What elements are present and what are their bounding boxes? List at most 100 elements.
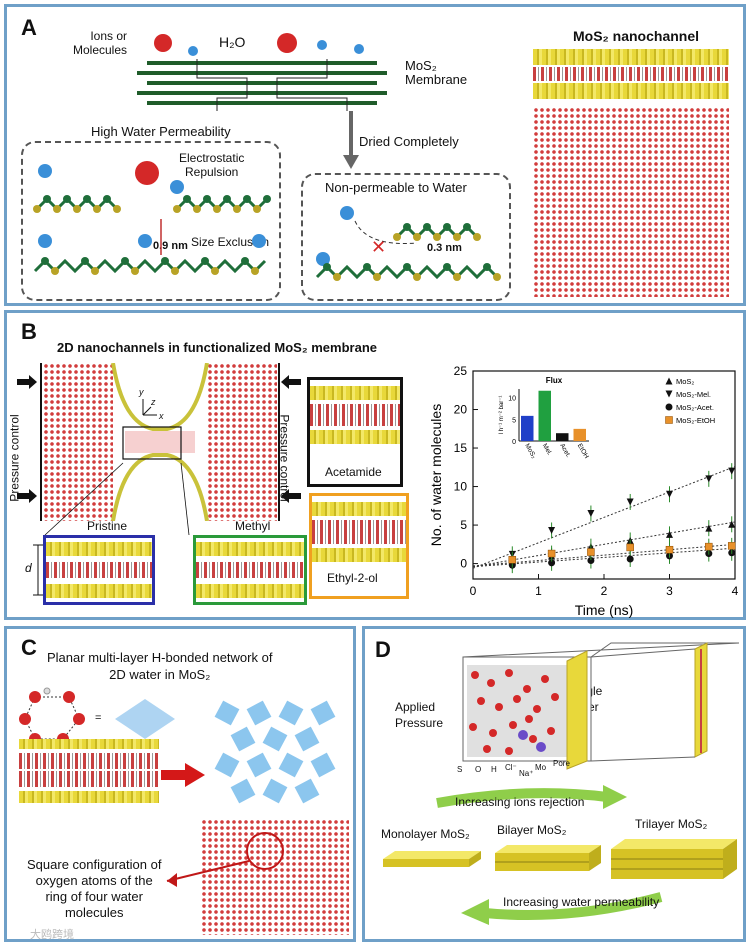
inset-category-label: EtOH: [576, 443, 590, 461]
membrane-label: MoS₂ Membrane: [405, 58, 468, 87]
y-tick-label: 0: [460, 557, 467, 571]
dried-label: Dried Completely: [359, 134, 459, 149]
rhombus-tile: [262, 726, 288, 752]
size-exclusion-label: Size Exclusion: [191, 235, 270, 249]
legend-label: MoS₂-Acet.: [676, 403, 714, 412]
y-tick-label: 15: [454, 441, 468, 455]
data-point: [548, 526, 556, 534]
flow-path: [276, 59, 348, 111]
panel-c-title: Planar multi-layer H-bonded network of 2…: [47, 650, 273, 682]
data-point: [547, 549, 556, 558]
applied-pressure-label: Applied Pressure: [395, 700, 444, 730]
water-sphere: [354, 44, 364, 54]
water-sphere: [340, 206, 354, 220]
panel-d-label: D: [375, 637, 391, 662]
rhombus-tile: [294, 778, 320, 804]
x-axis-label: Time (ns): [575, 602, 634, 618]
data-point: [705, 542, 713, 551]
acetamide-box: [307, 377, 403, 487]
x-tick-label: 1: [535, 584, 542, 598]
square-config-label: Square configuration of oxygen atoms of …: [27, 857, 162, 920]
bilayer-slab: [495, 845, 601, 871]
axis-x-label: x: [159, 411, 164, 421]
legend-label: MoS₂: [676, 377, 694, 386]
inset-bar: [521, 415, 534, 441]
ethyl-box: [309, 493, 409, 599]
mos2-sheet-dried-top: [393, 223, 481, 241]
single-layer-box: [462, 642, 740, 770]
panel-c: C Planar multi-layer H-bonded network of…: [4, 626, 356, 942]
ion-sphere: [154, 34, 172, 52]
data-point: [728, 520, 736, 528]
mos2-sheet-dried-bottom: [315, 263, 501, 281]
water-sphere: [317, 40, 327, 50]
data-point: [705, 524, 713, 532]
data-point: [727, 542, 736, 550]
rhombus-tile: [246, 752, 272, 778]
green-arrow-left-icon: [461, 892, 663, 925]
h-bond-network: [214, 700, 336, 804]
inset-category-label: Mel.: [541, 443, 553, 457]
mos2-layers-dried: ✕: [315, 206, 501, 281]
d-spacing-label: d: [25, 561, 32, 575]
water-sphere: [38, 234, 52, 248]
zoom-box-non-permeable: [301, 173, 511, 301]
arrow-right-icon: [17, 489, 37, 503]
data-point: [587, 548, 595, 556]
methyl-box: [193, 535, 307, 605]
y-tick-label: 25: [454, 364, 468, 378]
bilayer-label: Bilayer MoS₂: [497, 823, 567, 837]
mos2-sheet-top-right: [173, 195, 271, 213]
rhombus-tile: [230, 726, 256, 752]
rhombus-icon: [115, 699, 175, 739]
mos2-sheet-top-left: [33, 195, 121, 213]
dried-arrow: [343, 111, 359, 169]
arrow-right-icon: [17, 375, 37, 389]
methyl-label: Methyl: [235, 519, 271, 533]
data-point: [728, 467, 736, 475]
water-permeability-label: Increasing water permeability: [503, 895, 660, 909]
ethyl-label: Ethyl-2-ol: [327, 571, 378, 585]
rhombus-tile: [310, 700, 336, 726]
data-point: [626, 498, 634, 506]
green-arrow-right-icon: [436, 785, 627, 809]
y-axis-label: No. of water molecules: [428, 404, 444, 546]
data-point: [626, 543, 634, 552]
trilayer-slab: [611, 839, 737, 879]
water-sphere: [252, 234, 266, 248]
legend-label: MoS₂-Mel.: [676, 390, 711, 399]
ion-sphere: [135, 161, 159, 185]
data-point: [705, 475, 713, 483]
water-top-view: [201, 819, 349, 935]
fit-line: [472, 521, 736, 568]
inset-y-label: l h⁻¹ m⁻² bar⁻¹: [499, 396, 505, 435]
rhombus-tile: [214, 700, 240, 726]
rhombus-tile: [310, 752, 336, 778]
membrane-diagram: [137, 33, 387, 111]
zoom-lines: [44, 462, 190, 536]
membrane-sheets: [137, 61, 387, 105]
ion-sphere: [277, 33, 297, 53]
panel-a: A Ions or Molecules H₂O MoS₂ Membrane Hi…: [4, 4, 746, 306]
arrow-right-icon: [161, 763, 205, 787]
panel-b-label: B: [21, 319, 37, 344]
inset-category-label: MoS₂: [523, 443, 537, 461]
arrow-left-icon: [281, 489, 301, 503]
rhombus-tile: [278, 752, 304, 778]
x-tick-label: 3: [666, 584, 673, 598]
flow-path: [196, 59, 248, 111]
water-sphere: [170, 180, 184, 194]
mos2-sheet-bottom: [33, 257, 267, 275]
inset-category-label: Acet.: [558, 443, 572, 459]
non-permeable-label: Non-permeable to Water: [325, 180, 467, 195]
fit-line: [472, 466, 736, 569]
data-point: [626, 555, 634, 563]
water-layers-side-view: [19, 739, 159, 809]
legend-label: MoS₂-EtOH: [676, 416, 715, 425]
data-point: [666, 530, 673, 538]
nanochannel-title: MoS₂ nanochannel: [573, 28, 700, 44]
panel-a-label: A: [21, 15, 37, 40]
blocked-cross-icon: ✕: [371, 237, 386, 257]
legend-marker: [665, 390, 673, 398]
